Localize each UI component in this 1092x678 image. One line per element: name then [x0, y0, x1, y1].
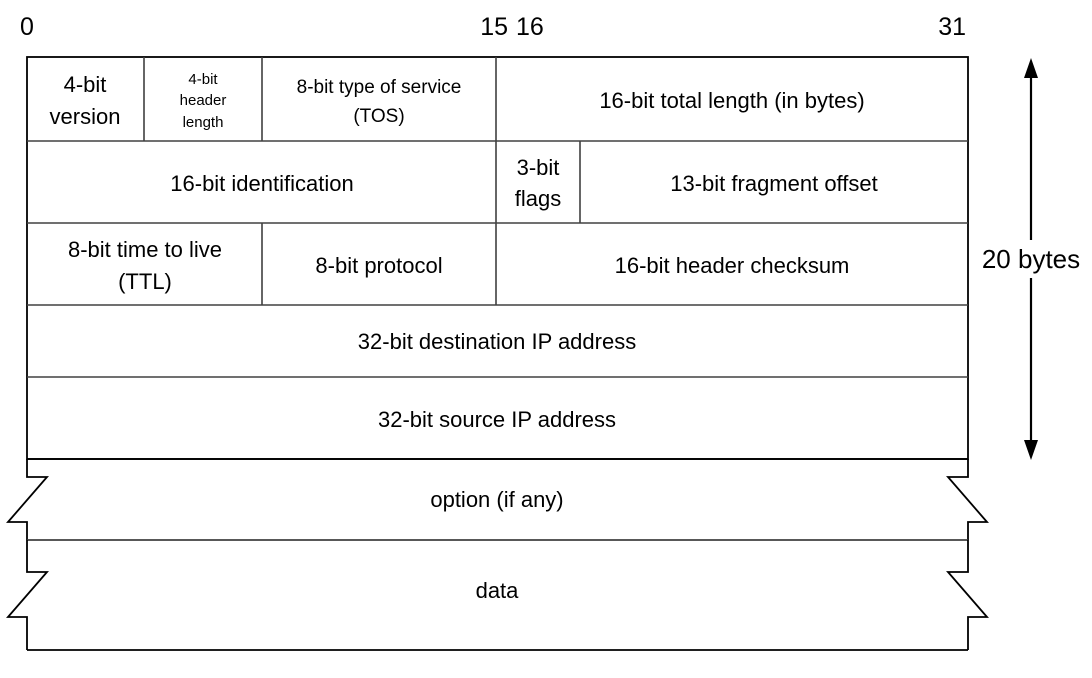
cell-version: 4-bit version — [50, 72, 121, 129]
cell-flags-line2: flags — [515, 186, 561, 211]
cell-type-of-service: 8-bit type of service (TOS) — [297, 77, 462, 127]
cell-ttl-line2: (TTL) — [118, 269, 172, 294]
cell-protocol: 8-bit protocol — [315, 253, 442, 278]
data-right-break-icon — [946, 540, 989, 650]
cell-tos-line2: (TOS) — [353, 106, 404, 127]
cell-tos-line1: 8-bit type of service — [297, 77, 462, 98]
cell-fragment-offset: 13-bit fragment offset — [670, 171, 878, 196]
cell-time-to-live: 8-bit time to live (TTL) — [68, 237, 222, 294]
header-size-label: 20 bytes — [982, 244, 1080, 274]
cell-header-length-line3: length — [183, 114, 224, 131]
data-left-break-icon — [6, 540, 49, 650]
bit-label-16: 16 — [516, 13, 544, 41]
cell-version-line1: 4-bit — [64, 72, 107, 97]
cell-ttl-line1: 8-bit time to live — [68, 237, 222, 262]
cell-header-checksum: 16-bit header checksum — [615, 253, 850, 278]
cell-version-line2: version — [50, 104, 121, 129]
cell-destination-ip-address: 32-bit destination IP address — [358, 329, 636, 354]
cell-flags: 3-bit flags — [515, 155, 561, 211]
option-left-break-icon — [6, 459, 49, 540]
bit-label-31: 31 — [938, 13, 966, 41]
cell-data: data — [476, 578, 520, 603]
bit-label-15: 15 — [480, 13, 508, 41]
cell-option: option (if any) — [430, 487, 563, 512]
cell-source-ip-address: 32-bit source IP address — [378, 407, 616, 432]
cell-header-length-line1: 4-bit — [188, 71, 218, 88]
header-size-arrow-down-head — [1024, 440, 1038, 460]
bit-label-0: 0 — [20, 13, 34, 41]
option-right-break-icon — [946, 459, 989, 540]
cell-header-length: 4-bit header length — [180, 71, 227, 131]
cell-header-length-line2: header — [180, 92, 227, 109]
cell-total-length: 16-bit total length (in bytes) — [599, 88, 864, 113]
cell-flags-line1: 3-bit — [517, 155, 560, 180]
header-size-arrow-up-head — [1024, 58, 1038, 78]
cell-identification: 16-bit identification — [170, 171, 353, 196]
